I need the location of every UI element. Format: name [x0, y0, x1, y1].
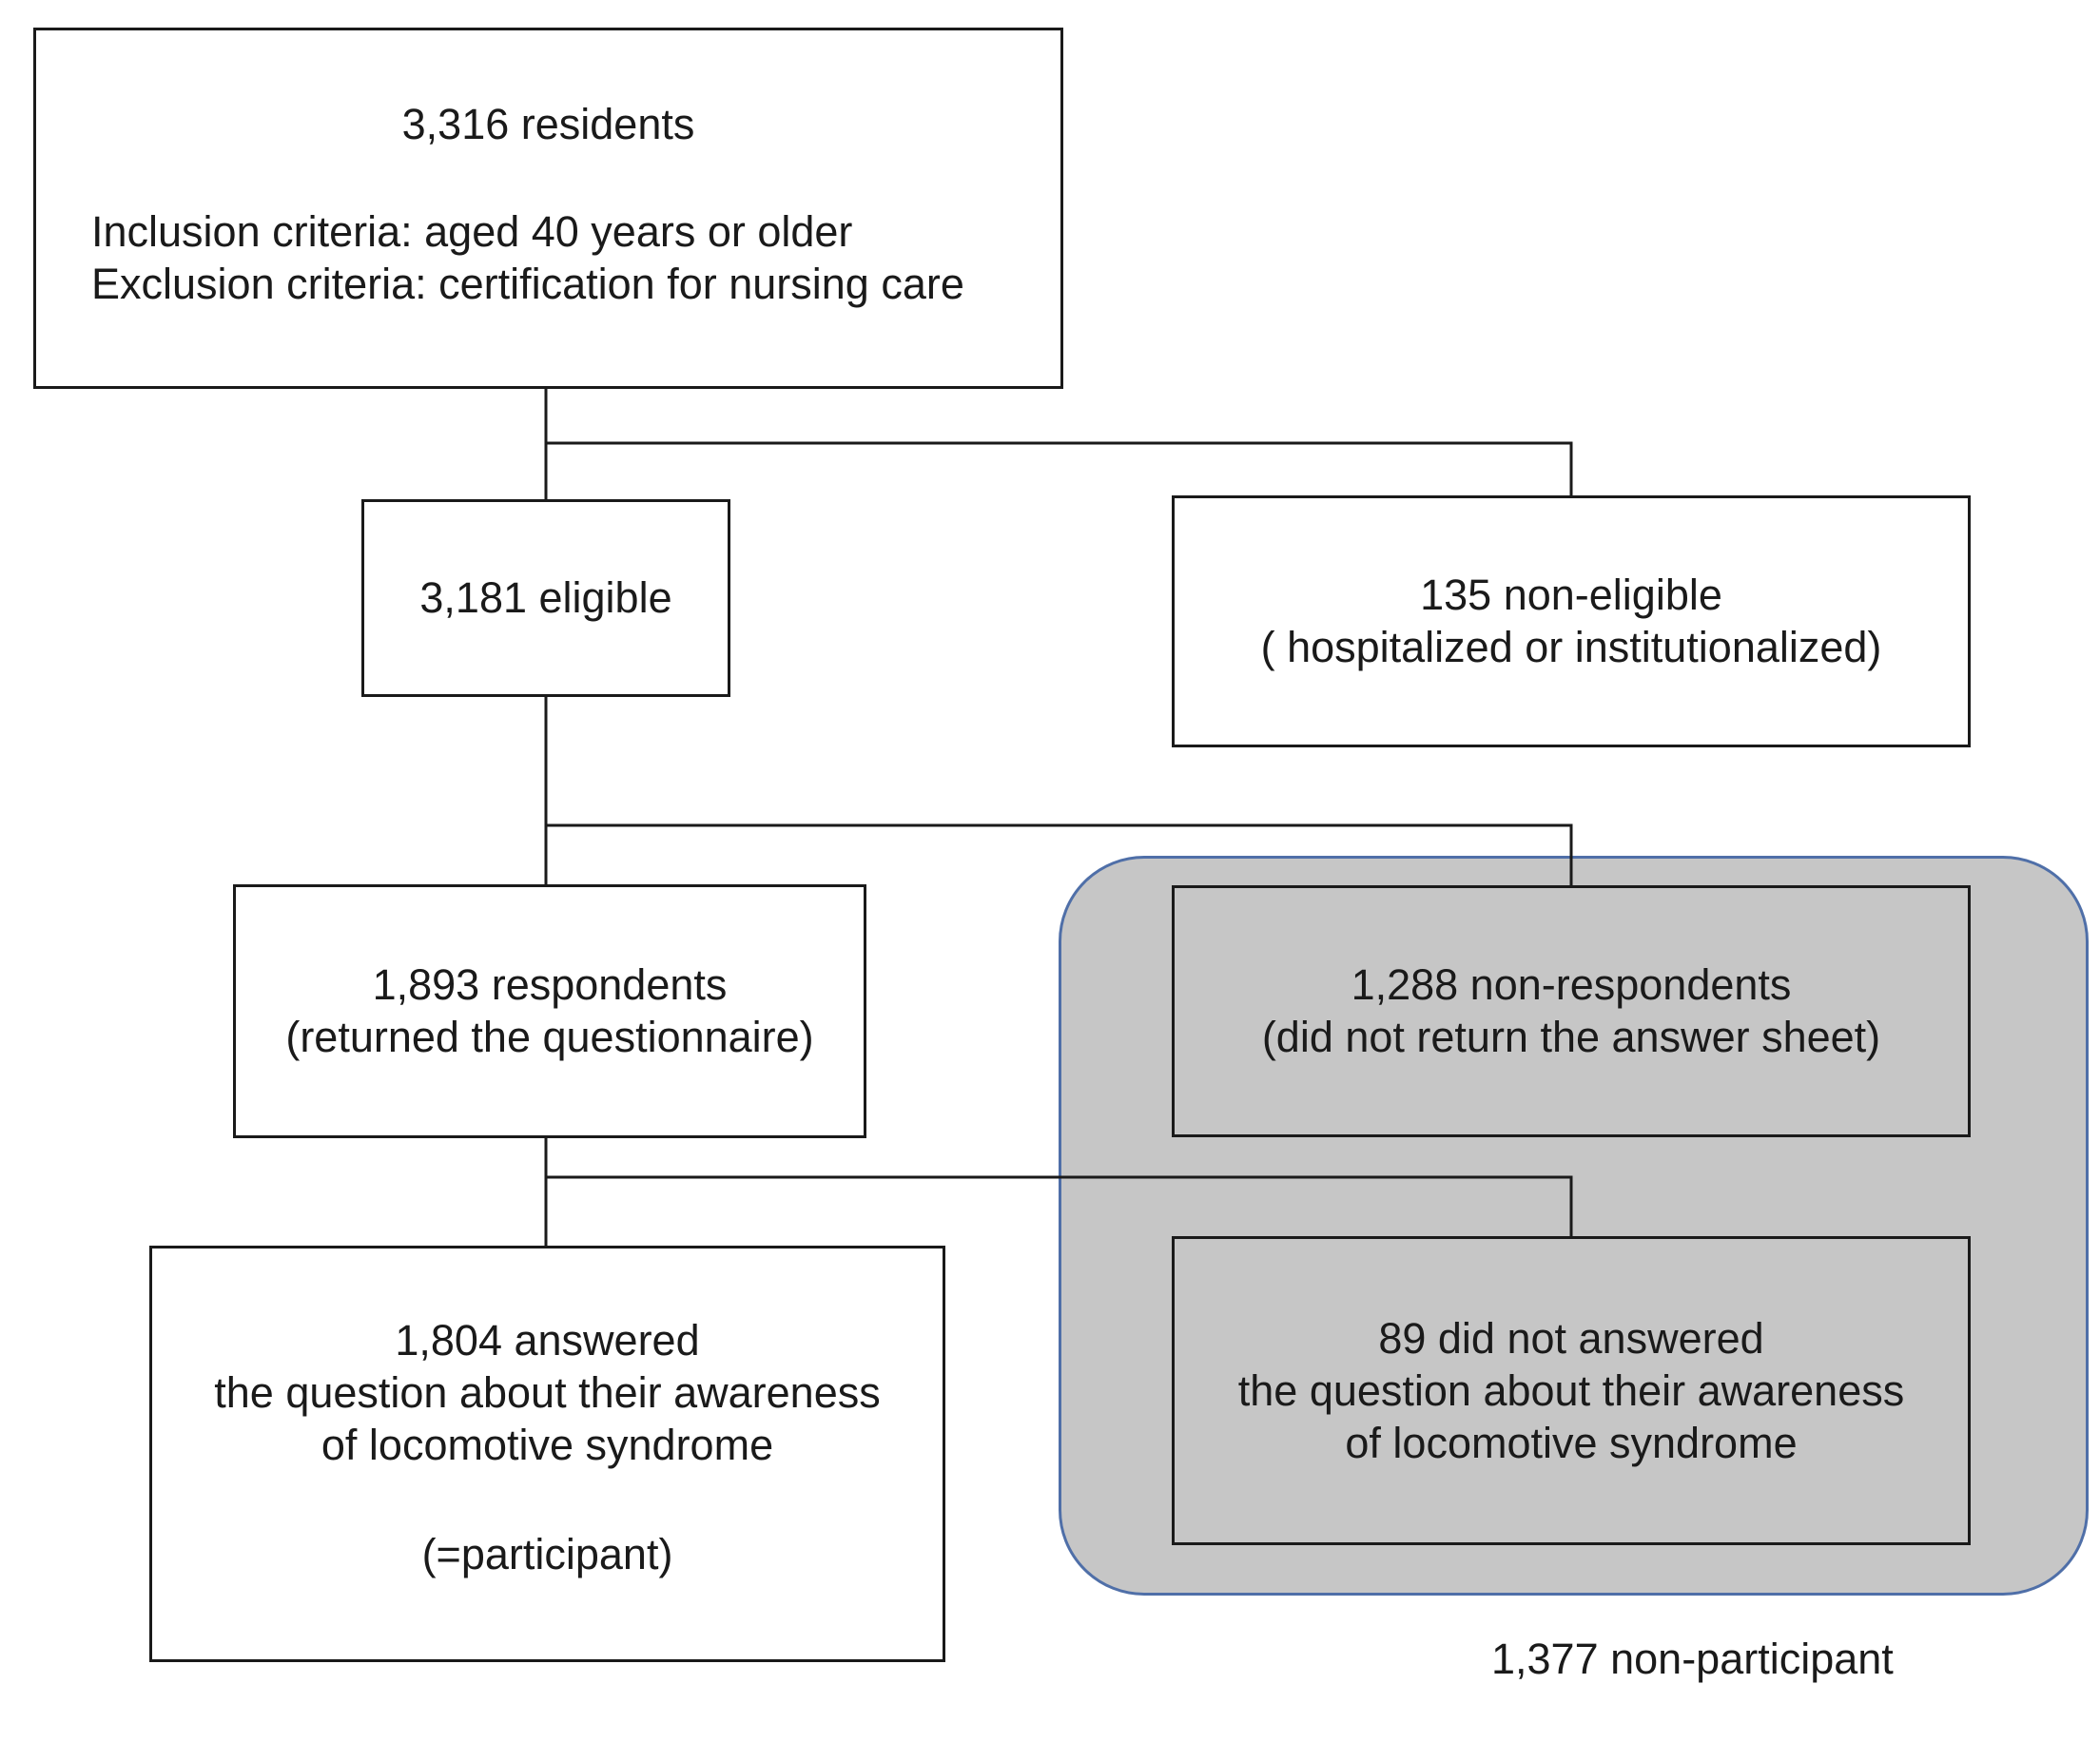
- non-respondents-box: 1,288 non-respondents (did not return th…: [1172, 885, 1971, 1137]
- participant-note: (=participant): [421, 1529, 673, 1578]
- non-respondents-count: 1,288 non-respondents: [1351, 959, 1792, 1009]
- respondents-detail: (returned the questionnaire): [285, 1012, 814, 1061]
- answered-question: the question about their awareness: [214, 1367, 881, 1417]
- answered-count: 1,804 answered: [395, 1316, 700, 1365]
- connector-to-non-respondents: [546, 823, 1573, 885]
- respondents-box: 1,893 respondents (returned the question…: [233, 884, 866, 1138]
- not-answered-count: 89 did not answered: [1378, 1314, 1764, 1363]
- eligible-count: 3,181 eligible: [419, 572, 672, 622]
- residents-count: 3,316 residents: [401, 100, 695, 148]
- non-eligible-box: 135 non-eligible ( hospitalized or insti…: [1172, 495, 1971, 747]
- inclusion-criteria: Inclusion criteria: aged 40 years or old…: [91, 206, 853, 256]
- non-respondents-detail: (did not return the answer sheet): [1261, 1012, 1881, 1061]
- answered-box: 1,804 answered the question about their …: [149, 1246, 945, 1662]
- residents-box: 3,316 residents Inclusion criteria: aged…: [33, 28, 1063, 389]
- non-eligible-detail: ( hospitalized or institutionalized): [1260, 622, 1882, 671]
- connector-to-non-eligible: [546, 441, 1573, 495]
- non-eligible-count: 135 non-eligible: [1420, 570, 1722, 619]
- not-answered-box: 89 did not answered the question about t…: [1172, 1236, 1971, 1545]
- connector-to-not-answered: [546, 1175, 1573, 1236]
- not-answered-topic: of locomotive syndrome: [1345, 1418, 1798, 1467]
- respondents-count: 1,893 respondents: [372, 959, 728, 1009]
- exclusion-criteria: Exclusion criteria: certification for nu…: [91, 259, 964, 308]
- not-answered-question: the question about their awareness: [1237, 1365, 1905, 1415]
- non-participant-label: 1,377 non-participant: [1491, 1635, 1894, 1683]
- eligible-box: 3,181 eligible: [361, 499, 730, 697]
- answered-topic: of locomotive syndrome: [321, 1420, 774, 1469]
